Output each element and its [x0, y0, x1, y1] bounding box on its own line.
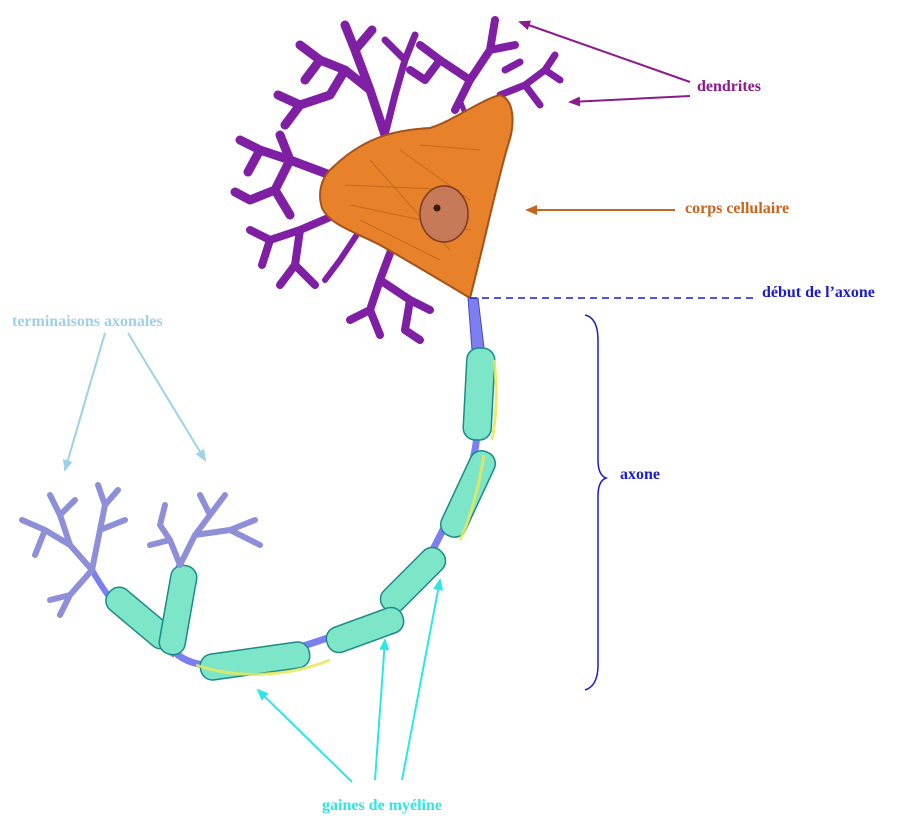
axon-initial-segment — [468, 298, 484, 350]
myelin-sheaths-label: gaines de myéline — [322, 797, 442, 815]
myelin-arrows — [258, 580, 440, 782]
cell-body — [320, 95, 512, 298]
dendrites-label: dendrites — [697, 78, 761, 96]
axon-brace — [585, 315, 606, 690]
axon-label: axone — [620, 466, 660, 484]
nucleus — [420, 186, 468, 242]
axon-terminals-label: terminaisons axonales — [12, 313, 163, 331]
axon-start-label: début de l’axone — [762, 284, 875, 302]
axon-terminals — [22, 485, 260, 615]
cell-body-label: corps cellulaire — [685, 200, 789, 218]
dendrite-arrows — [520, 22, 690, 102]
terminal-arrows — [65, 333, 205, 470]
